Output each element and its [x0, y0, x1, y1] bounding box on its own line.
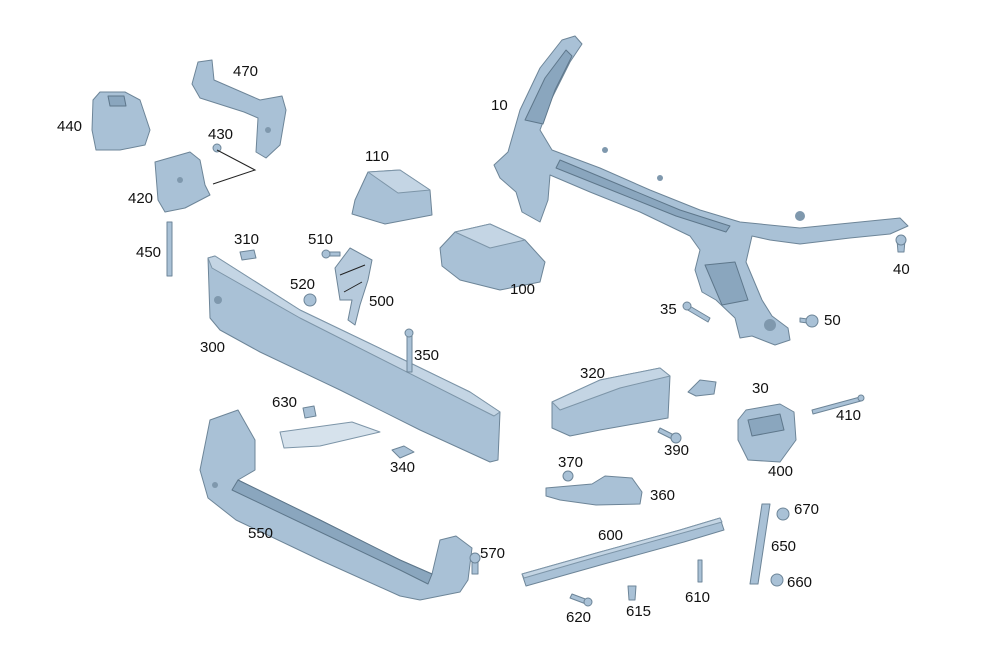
part-320-bracket — [551, 367, 671, 437]
callout-340: 340 — [390, 459, 416, 476]
part-420-bracket — [154, 151, 211, 213]
callout-510: 510 — [308, 231, 334, 248]
part-615-bolt — [627, 585, 637, 601]
part-30-clip — [687, 379, 717, 397]
part-410-bolt — [811, 394, 865, 415]
part-500-bracket — [334, 247, 373, 326]
part-520-nut — [303, 293, 317, 307]
part-40-bolt — [895, 234, 907, 253]
part-660-nut — [770, 573, 784, 587]
callout-10: 10 — [491, 97, 508, 114]
part-100-air-duct — [439, 223, 546, 291]
part-550-lower-crossmember — [199, 409, 473, 601]
callout-610: 610 — [685, 589, 711, 606]
callout-615: 615 — [626, 603, 652, 620]
callout-450: 450 — [136, 244, 162, 261]
part-510-clip — [321, 249, 341, 259]
callout-370: 370 — [558, 454, 584, 471]
callout-310: 310 — [234, 231, 260, 248]
part-50-bolt — [799, 314, 819, 328]
callout-350: 350 — [414, 347, 440, 364]
callout-360: 360 — [650, 487, 676, 504]
part-300-bumper-beam — [207, 255, 501, 463]
callout-35: 35 — [660, 301, 677, 318]
callout-440: 440 — [57, 118, 83, 135]
callout-100: 100 — [510, 281, 536, 298]
callout-630: 630 — [272, 394, 298, 411]
part-630-plug — [302, 405, 317, 419]
callout-50: 50 — [824, 312, 841, 329]
callout-400: 400 — [768, 463, 794, 480]
part-450-bolt — [166, 221, 173, 277]
part-600-rail — [521, 517, 725, 587]
callout-660: 660 — [787, 574, 813, 591]
callout-600: 600 — [598, 527, 624, 544]
part-610-bolt — [697, 559, 703, 583]
callout-40: 40 — [893, 261, 910, 278]
part-400-housing — [737, 403, 797, 463]
callout-420: 420 — [128, 190, 154, 207]
callout-500: 500 — [369, 293, 395, 310]
callout-30: 30 — [752, 380, 769, 397]
callout-550: 550 — [248, 525, 274, 542]
part-35-bolt — [682, 301, 711, 323]
callout-520: 520 — [290, 276, 316, 293]
callout-410: 410 — [836, 407, 862, 424]
part-650-strip-bracket — [749, 503, 771, 585]
part-360-trim — [545, 475, 643, 506]
part-310-clip — [239, 249, 257, 261]
part-110-air-duct — [351, 169, 433, 225]
part-340-clip — [391, 445, 415, 459]
callout-620: 620 — [566, 609, 592, 626]
part-350-bolt — [404, 328, 414, 373]
callout-650: 650 — [771, 538, 797, 555]
part-470-bracket — [191, 59, 287, 159]
callout-470: 470 — [233, 63, 259, 80]
callout-110: 110 — [365, 148, 389, 165]
callout-430: 430 — [208, 126, 234, 143]
part-foam-strip — [279, 421, 381, 449]
part-620-bolt — [569, 593, 593, 607]
part-10-front-end-carrier — [493, 35, 909, 346]
callout-320: 320 — [580, 365, 606, 382]
part-390-bolt — [657, 427, 682, 444]
part-440-cover — [91, 91, 151, 151]
part-370-nut — [562, 470, 574, 482]
part-670-nut — [776, 507, 790, 521]
callout-300: 300 — [200, 339, 226, 356]
part-570-bolt — [469, 552, 481, 575]
part-430-clip — [212, 143, 257, 185]
callout-390: 390 — [664, 442, 690, 459]
callout-670: 670 — [794, 501, 820, 518]
callout-570: 570 — [480, 545, 506, 562]
